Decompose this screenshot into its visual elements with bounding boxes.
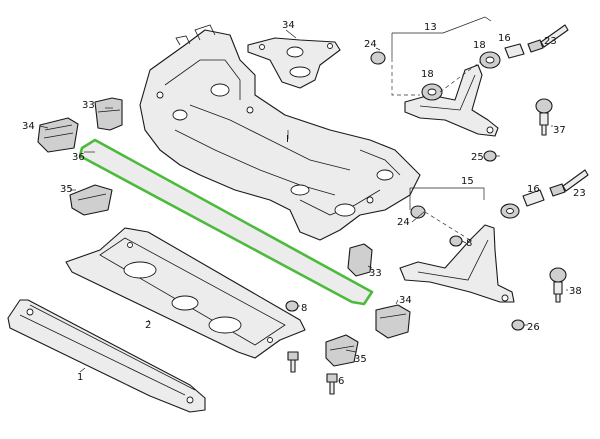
label-1: 1 bbox=[77, 372, 83, 383]
lower-crossmember-1 bbox=[7, 299, 206, 413]
label-37: 37 bbox=[553, 125, 566, 136]
mount-35-right bbox=[325, 334, 359, 367]
label-38: 38 bbox=[569, 286, 582, 297]
ball-joint-38 bbox=[549, 267, 567, 303]
label-16-lower: 16 bbox=[527, 184, 540, 195]
label-35-right: 35 bbox=[354, 354, 367, 365]
label-33-right: 33 bbox=[369, 268, 382, 279]
label-8-right: 8 bbox=[466, 238, 472, 249]
mount-34-left bbox=[37, 117, 79, 153]
lower-control-arm-15 bbox=[399, 224, 515, 303]
label-18-upper: 18 bbox=[473, 40, 486, 51]
label-3-4: 34 bbox=[282, 20, 295, 31]
nut-25 bbox=[483, 150, 497, 162]
bolt-23-lower bbox=[549, 169, 589, 197]
nut-24-upper bbox=[370, 51, 386, 65]
mount-33-left bbox=[94, 97, 123, 131]
label-frame-I: I bbox=[286, 134, 289, 145]
mount-34-right bbox=[375, 304, 411, 339]
label-25: 25 bbox=[471, 152, 484, 163]
bolt-6 bbox=[287, 351, 338, 395]
label-16-upper: 16 bbox=[498, 33, 511, 44]
bolt-23-upper bbox=[527, 24, 569, 53]
label-35-left: 35 bbox=[60, 184, 73, 195]
nut-26 bbox=[511, 319, 525, 331]
strut-bar-36 bbox=[78, 138, 374, 306]
bushing-18-lower bbox=[500, 203, 520, 219]
label-8-center: 8 bbox=[301, 303, 307, 314]
bushing-18-upper bbox=[421, 51, 501, 101]
label-24-upper: 24 bbox=[364, 39, 377, 50]
leader-lines bbox=[39, 16, 568, 373]
label-13: 13 bbox=[424, 22, 437, 33]
label-2: 2 bbox=[145, 320, 151, 331]
label-18-left: 18 bbox=[421, 69, 434, 80]
bracket-plate-3-4 bbox=[247, 37, 341, 89]
label-24-lower: 24 bbox=[397, 217, 410, 228]
washer-16-upper bbox=[504, 43, 525, 59]
label-34-left: 34 bbox=[22, 121, 35, 132]
part-number-labels: 1 2 34 6 8 8 13 15 16 16 18 18 23 23 24 … bbox=[22, 20, 586, 387]
label-23-lower: 23 bbox=[573, 188, 586, 199]
ball-joint-37 bbox=[535, 98, 553, 136]
label-6: 6 bbox=[338, 376, 344, 387]
upper-control-arm-13 bbox=[404, 64, 499, 137]
label-15: 15 bbox=[461, 176, 474, 187]
washer-16-lower bbox=[522, 189, 545, 207]
splash-plate-2 bbox=[65, 227, 306, 359]
label-33-left: 33 bbox=[82, 100, 95, 111]
label-36: 36 bbox=[72, 152, 85, 163]
mount-35-left bbox=[69, 184, 113, 216]
front-subframe bbox=[139, 24, 421, 241]
mount-33-right bbox=[347, 243, 373, 277]
label-26: 26 bbox=[527, 322, 540, 333]
label-23-upper: 23 bbox=[544, 36, 557, 47]
nut-24-lower bbox=[410, 205, 426, 219]
label-34-right: 34 bbox=[399, 295, 412, 306]
